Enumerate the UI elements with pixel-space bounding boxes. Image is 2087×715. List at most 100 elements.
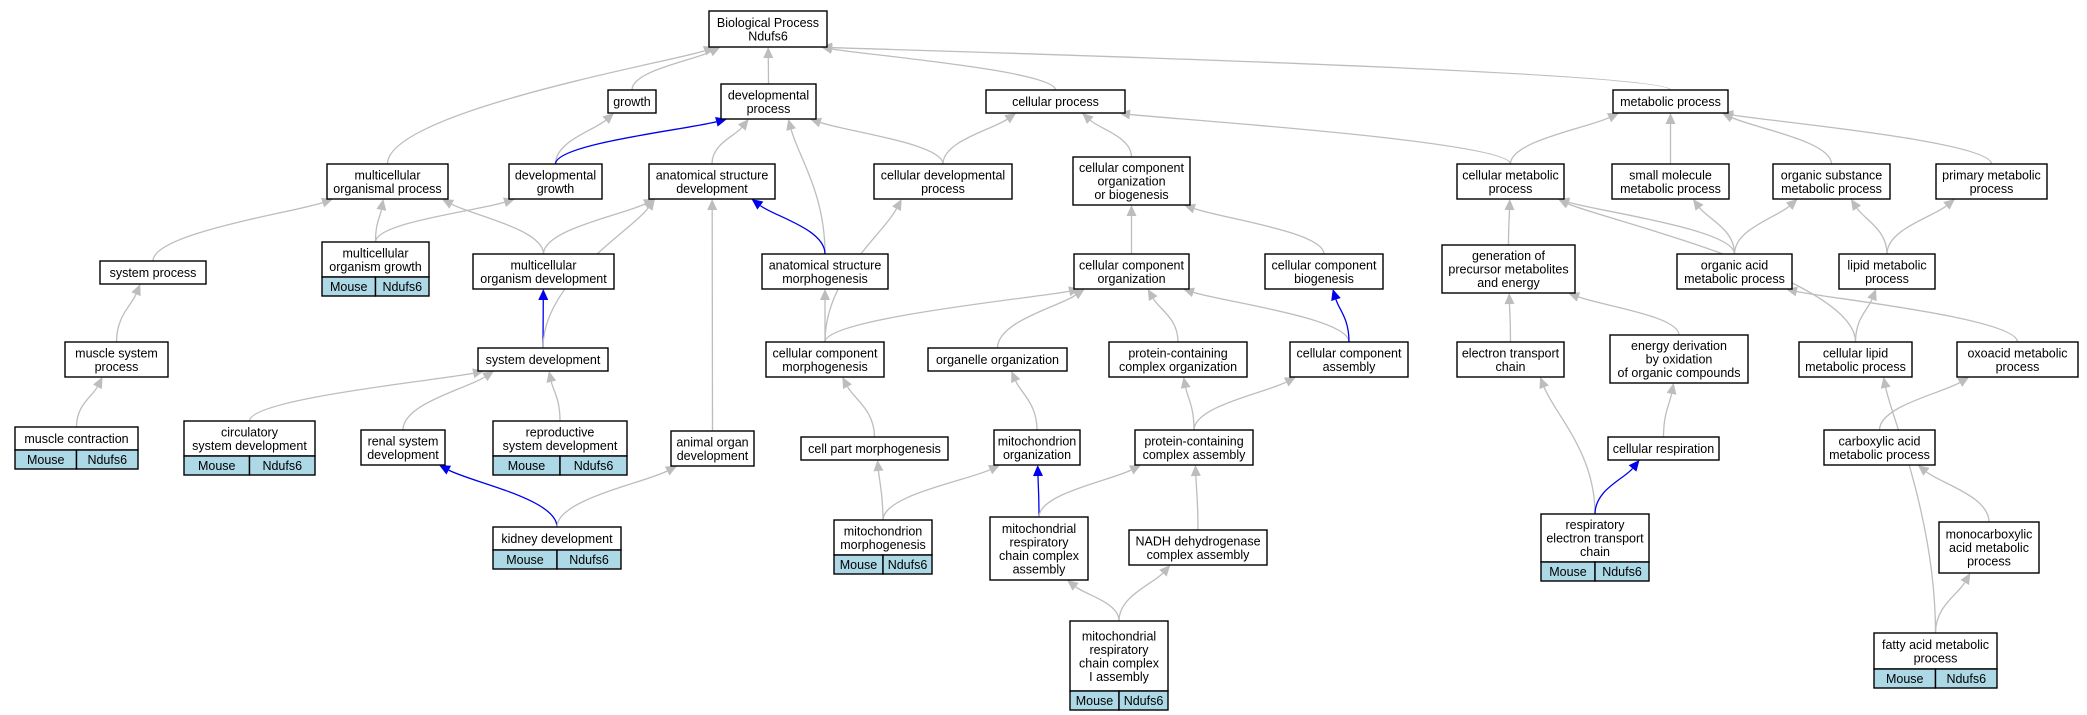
node-label-line: complex assembly [1143, 448, 1247, 462]
edge-respetc-to-etc [1543, 386, 1596, 515]
edge-oxoacid-to-orgacid [1796, 290, 2019, 343]
arrowhead-ccassembly-to-ccorg [1183, 287, 1195, 298]
node-box [1935, 163, 2048, 200]
node-label-line: system development [503, 439, 618, 453]
node-label-line: cellular component [1079, 161, 1184, 175]
node-label-line: respiratory [1009, 535, 1069, 549]
edge-cellpart-to-ccmorph [846, 386, 876, 438]
go-term-node-cellresp[interactable]: cellular respiration [1607, 436, 1720, 461]
arrowhead-ccbio-to-ccob [1184, 203, 1197, 214]
node-label-line: process [1914, 651, 1958, 665]
node-label-line: cellular process [1012, 95, 1099, 109]
go-term-node-organelle[interactable]: organelle organization [927, 347, 1068, 372]
go-term-node-sysdev[interactable]: system development [477, 347, 609, 372]
node-label-line: electron transport [1462, 346, 1560, 360]
edge-orgacid-to-smallmol [1699, 207, 1736, 255]
edge-orgacid-to-cellmet [1568, 201, 1736, 255]
edge-multgrowth-to-multorg [374, 209, 382, 243]
arrowhead-lipidmet-to-orgsub [1850, 199, 1862, 211]
node-label-line: cellular component [1079, 258, 1184, 272]
node-label-line: respiratory [1089, 643, 1149, 657]
node-label-line: organic substance [1781, 168, 1883, 182]
annotation-species-label: Mouse [1549, 565, 1587, 579]
edge-multgrowth-to-devgrowth [374, 201, 505, 243]
go-term-node-cellpart[interactable]: cell part morphogenesis [800, 436, 949, 461]
node-box [993, 429, 1081, 466]
arrowhead-ccorg-to-ccob [1126, 205, 1137, 216]
edge-monocarb-to-carboxy [1926, 471, 1990, 523]
node-label-line: cellular component [773, 346, 878, 360]
node-box [508, 163, 603, 200]
edge-kidney-to-animaldev [556, 470, 668, 528]
arrowhead-orgacid-to-smallmol [1692, 199, 1704, 211]
node-label-line: acid metabolic [1949, 541, 2029, 555]
node-label-line: cellular lipid [1823, 346, 1888, 360]
go-term-node-cellproc[interactable]: cellular process [985, 89, 1126, 114]
go-term-node-growth[interactable]: growth [607, 89, 657, 114]
arrowhead-kidney-to-renaldev [439, 465, 452, 475]
node-label-line: biogenesis [1294, 272, 1354, 286]
annotation-gene-label: Ndufs6 [569, 553, 609, 567]
edge-ccmorph-to-ccorg [824, 290, 1070, 343]
edge-kidney-to-renaldev [448, 469, 558, 528]
arrowhead-anatmorph-to-anatdev [751, 199, 764, 210]
edge-fattyacid-to-monocarb [1934, 582, 1966, 634]
go-term-node-metproc[interactable]: metabolic process [1612, 89, 1729, 114]
go-term-node-sysproc[interactable]: system process [99, 260, 207, 285]
edge-etc-to-genprec [1508, 303, 1512, 343]
annotation-gene-cell [374, 276, 430, 297]
node-label-line: or biogenesis [1094, 188, 1168, 202]
node-box [1676, 253, 1793, 290]
node-label-line: multicellular [343, 246, 409, 260]
node-label-line: Ndufs6 [748, 29, 788, 43]
arrowhead-kidney-to-animaldev [664, 466, 677, 476]
node-label-line: metabolic process [1781, 182, 1882, 196]
node-label-line: process [1865, 272, 1909, 286]
node-box [1938, 521, 2040, 574]
